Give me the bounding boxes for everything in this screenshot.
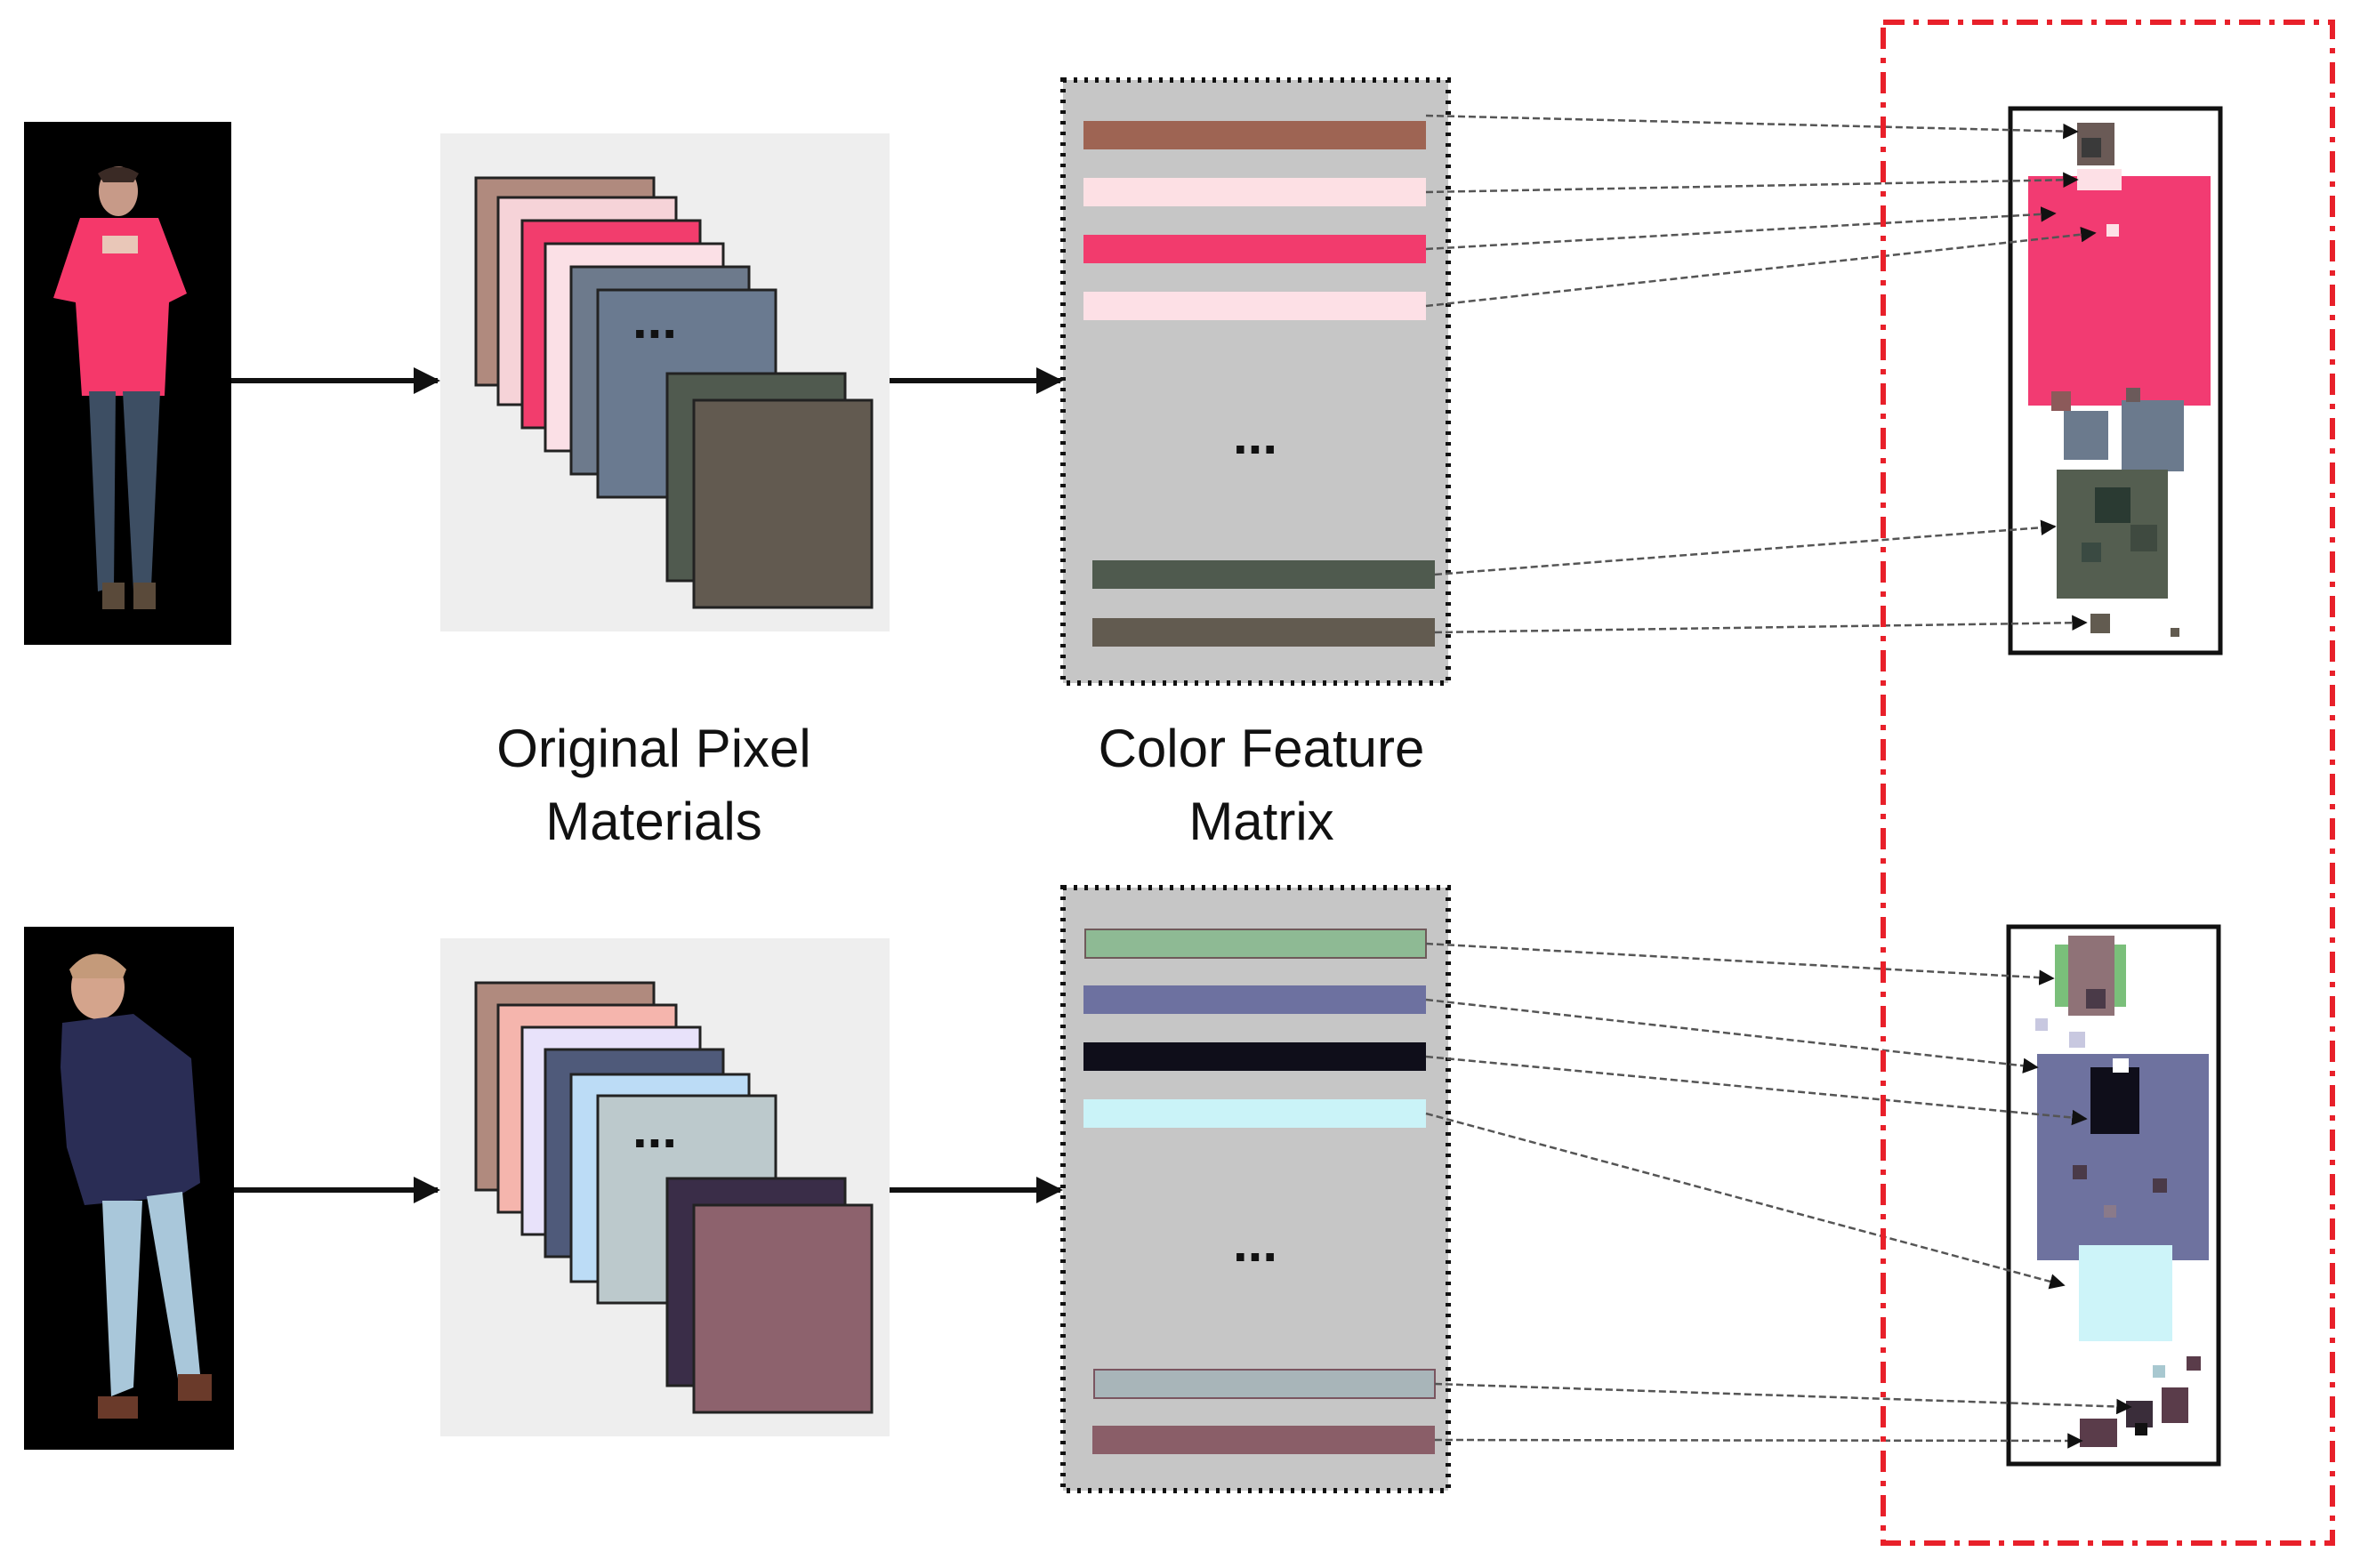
row-2: ... ... bbox=[24, 885, 2221, 1493]
feature-bar bbox=[1092, 1426, 1435, 1454]
feature-bar bbox=[1092, 560, 1435, 589]
mapping-arrow bbox=[1425, 114, 2079, 140]
pixel-material-panel-2: ... bbox=[440, 938, 890, 1436]
mapping-arrow bbox=[1425, 998, 2039, 1073]
feature-bar bbox=[1083, 985, 1426, 1014]
feature-bar bbox=[1083, 235, 1426, 263]
feature-bar bbox=[1083, 121, 1426, 149]
feature-bar bbox=[1084, 929, 1427, 959]
pixel-material-panel-1: ... bbox=[440, 133, 890, 631]
clustered-person-2 bbox=[2006, 924, 2221, 1467]
color-feature-matrix-2: ... bbox=[1060, 885, 1451, 1493]
mapping-arrow bbox=[1425, 172, 2079, 194]
feature-bar bbox=[1083, 292, 1426, 320]
mapping-arrow bbox=[1425, 942, 2055, 985]
mapping-arrow bbox=[1425, 206, 2057, 251]
pixel-materials-label: Materials bbox=[545, 792, 761, 851]
matrix-ellipsis: ... bbox=[1233, 1213, 1277, 1273]
mapping-arrow bbox=[1434, 615, 2088, 634]
matrix-ellipsis: ... bbox=[1233, 406, 1277, 465]
feature-bar bbox=[1083, 1042, 1426, 1071]
mapping-arrow bbox=[1434, 1433, 2083, 1449]
mapping-arrow bbox=[1425, 227, 2097, 308]
color-feature-matrix-label: Color Feature bbox=[1099, 719, 1425, 778]
person-photo-2 bbox=[24, 927, 234, 1450]
stage-labels: Original Pixel Materials Color Feature M… bbox=[496, 719, 1424, 851]
pixel-materials-label: Original Pixel bbox=[496, 719, 810, 778]
row-1: ... ... bbox=[24, 77, 2223, 686]
pixel-layer bbox=[692, 1203, 874, 1414]
color-feature-matrix-label: Matrix bbox=[1188, 792, 1333, 851]
clustered-person-1 bbox=[2008, 106, 2223, 655]
person-photo-1 bbox=[24, 122, 231, 645]
color-feature-matrix-1: ... bbox=[1060, 77, 1451, 686]
mapping-arrow bbox=[1434, 1382, 2132, 1415]
mapping-arrow bbox=[1425, 1112, 2066, 1290]
clustering-result-region bbox=[1881, 20, 2335, 1546]
layers-ellipsis: ... bbox=[632, 1099, 677, 1159]
feature-bar bbox=[1093, 1369, 1436, 1399]
layers-ellipsis: ... bbox=[632, 290, 677, 350]
feature-bar bbox=[1083, 178, 1426, 206]
feature-bar bbox=[1083, 1099, 1426, 1128]
pixel-layer bbox=[692, 398, 874, 609]
mapping-arrow bbox=[1434, 519, 2057, 576]
mapping-arrow bbox=[1425, 1055, 2088, 1126]
feature-bar bbox=[1092, 618, 1435, 647]
